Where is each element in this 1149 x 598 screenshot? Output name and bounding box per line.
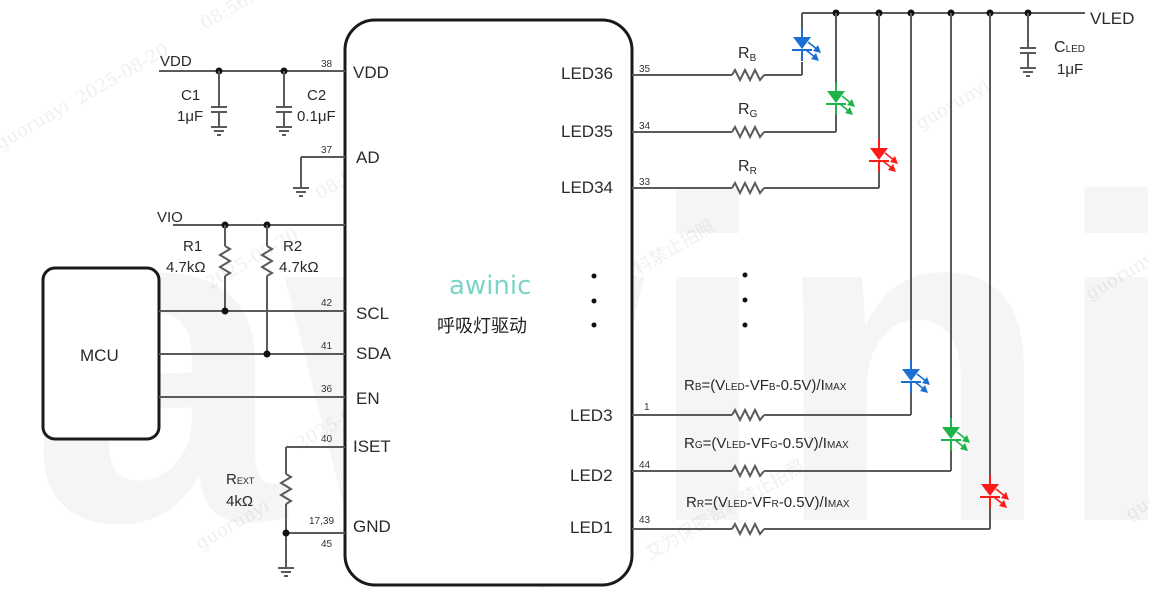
pin-num-1: 1: [644, 402, 650, 413]
led-red-2-icon: [980, 475, 1009, 508]
chip-brand-logo: awinic: [449, 271, 531, 301]
pin-num-45: 45: [321, 539, 333, 550]
r2-name: R2: [283, 238, 302, 255]
led-diodes: [792, 28, 1009, 508]
c2-name: C2: [307, 87, 326, 104]
mcu-block: MCU: [41, 266, 345, 441]
cled-value: 1μF: [1057, 61, 1083, 78]
pin-label-led2: LED2: [570, 466, 613, 485]
pin-num-36: 36: [321, 384, 333, 395]
rb-label: RB: [738, 45, 757, 64]
led-ellipsis: [742, 272, 748, 328]
vdd-section: VDD C1 1μF C2 0.1μF: [159, 53, 345, 136]
pin-num-37: 37: [321, 145, 333, 156]
vled-net-label: VLED: [1090, 9, 1134, 28]
pin-label-led34: LED34: [561, 178, 613, 197]
pin-label-gnd: GND: [353, 517, 391, 536]
ad-ground: [293, 156, 345, 197]
ellipsis-dot: [742, 272, 748, 278]
led-red-1-icon: [869, 139, 898, 172]
rr-label: RR: [738, 158, 757, 177]
vio-net-label: VIO: [157, 209, 183, 226]
junction-dot: [263, 350, 271, 358]
pin-label-ad: AD: [356, 148, 380, 167]
pin-label-led1: LED1: [570, 518, 613, 537]
capacitor-cled: [1020, 13, 1036, 77]
led-blue-2-icon: [901, 360, 930, 393]
vled-bus: VLED CLED 1μF: [802, 9, 1134, 78]
r1-name: R1: [183, 238, 202, 255]
led-blue-1-icon: [792, 28, 821, 61]
ellipsis-dot: [742, 322, 748, 328]
vio-section: VIO R1 4.7kΩ R2 4.7kΩ: [157, 209, 345, 353]
pin-num-33: 33: [639, 177, 651, 188]
resistor-rext: [279, 473, 293, 505]
pin-label-led3: LED3: [570, 406, 613, 425]
pin-num-17-39: 17,39: [309, 516, 334, 527]
resistor-rg-2: [731, 463, 765, 479]
pin-num-35: 35: [639, 64, 651, 75]
pin-num-43: 43: [639, 515, 651, 526]
watermark-time: 08:56:15: [197, 0, 278, 34]
mcu-label: MCU: [80, 346, 119, 365]
resistor-rr-2: [731, 521, 765, 537]
series-resistors: [731, 67, 765, 537]
formula-rg: RG=(VLED-VFG-0.5V)/IMAX: [684, 435, 849, 452]
formula-rb: RB=(VLED-VFB-0.5V)/IMAX: [684, 377, 847, 394]
c2-value: 0.1μF: [297, 108, 336, 125]
rext-name: REXT: [226, 471, 255, 488]
pin-num-40: 40: [321, 434, 333, 445]
resistor-rb-2: [731, 407, 765, 423]
c1-name: C1: [181, 87, 200, 104]
pin-label-sda: SDA: [356, 344, 392, 363]
pin-label-led36: LED36: [561, 64, 613, 83]
ellipsis-dot: [591, 298, 597, 304]
r2-value: 4.7kΩ: [279, 259, 319, 276]
watermark-date: 2025-08-20: [72, 39, 172, 109]
pin-num-34: 34: [639, 121, 651, 132]
iset-section: REXT 4kΩ: [226, 446, 345, 577]
pin-label-en: EN: [356, 389, 380, 408]
pin-num-38: 38: [321, 59, 333, 70]
formula-rr: RR=(VLED-VFR-0.5V)/IMAX: [686, 494, 850, 511]
capacitor-c1: [211, 71, 227, 136]
pin-num-41: 41: [321, 341, 333, 352]
resistor-rr: [731, 180, 765, 196]
junction-dot: [282, 529, 290, 537]
rg-label: RG: [738, 101, 758, 120]
pin-num-44: 44: [639, 460, 651, 471]
driver-chip-body: [343, 18, 634, 587]
ellipsis-dot: [742, 297, 748, 303]
resistor-r1: [218, 225, 232, 310]
pin-label-iset: ISET: [353, 437, 391, 456]
pin-num-42: 42: [321, 298, 333, 309]
ellipsis-dot: [591, 273, 597, 279]
junction-dot: [221, 307, 229, 315]
resistor-rg: [731, 124, 765, 140]
pin-label-led35: LED35: [561, 122, 613, 141]
pin-label-scl: SCL: [356, 304, 389, 323]
resistor-rb: [731, 67, 765, 83]
r1-value: 4.7kΩ: [166, 259, 206, 276]
led-green-2-icon: [941, 418, 970, 451]
led-feeders: [632, 13, 991, 530]
led-green-1-icon: [826, 82, 855, 115]
chip-function-label: 呼吸灯驱动: [437, 316, 527, 337]
chip-ellipsis: [591, 273, 597, 328]
pin-label-vdd: VDD: [353, 63, 389, 82]
vdd-net-label: VDD: [160, 53, 192, 70]
cled-name: CLED: [1054, 39, 1085, 56]
resistor-r2: [260, 225, 274, 353]
capacitor-c2: [276, 71, 292, 136]
ellipsis-dot: [591, 322, 597, 328]
c1-value: 1μF: [177, 108, 203, 125]
rext-value: 4kΩ: [226, 493, 253, 510]
